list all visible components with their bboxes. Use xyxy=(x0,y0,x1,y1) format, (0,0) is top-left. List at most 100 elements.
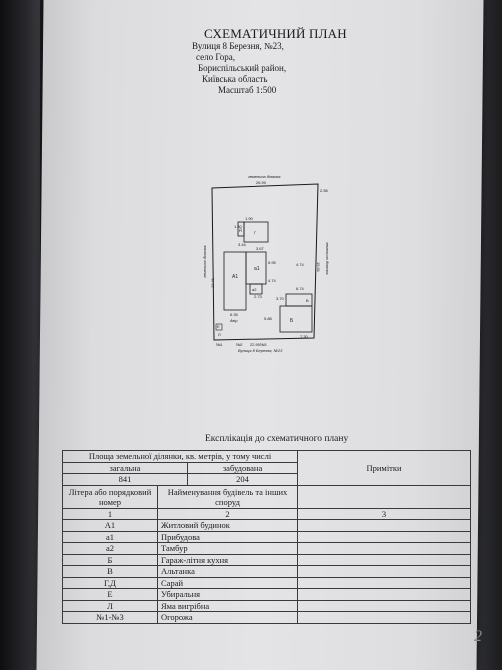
label-n1: №1 xyxy=(216,342,223,347)
page-number: 2 xyxy=(474,628,482,645)
row-name: Тамбур xyxy=(156,542,299,555)
total-value: 841 xyxy=(62,473,188,486)
col-number-3: 3 xyxy=(297,507,472,520)
label-n2: №2 xyxy=(236,342,243,347)
toilet-e xyxy=(215,323,223,331)
label-d: Д xyxy=(239,227,242,232)
row-code: Л xyxy=(62,599,158,612)
plan-dim-shed-b: 1.90 xyxy=(245,216,254,221)
row-name: Убиральня xyxy=(156,588,299,601)
row-code: Е xyxy=(62,588,158,601)
row-note xyxy=(297,530,472,543)
row-note xyxy=(297,565,472,578)
plan-dim-b: 5.88 xyxy=(264,316,273,321)
row-name: Прибудова xyxy=(156,530,299,543)
plan-dim-shed-a: 1.80 xyxy=(234,224,243,229)
plan-dim-garage-side: 3.70 xyxy=(276,296,285,301)
address-street: Вулиця 8 Березня, №23, xyxy=(192,41,284,51)
row-name: Гараж-літня кухня xyxy=(156,553,299,566)
label-yard: двір xyxy=(230,318,238,323)
shed-g xyxy=(243,221,269,243)
label-g: Г xyxy=(254,230,257,235)
col-number-1: 1 xyxy=(62,507,158,520)
plan-right-neighbor: земельна ділянка xyxy=(325,241,330,275)
litera-header: Літера або порядковий номер xyxy=(62,484,158,509)
notes-header: Примітки xyxy=(297,450,472,486)
row-code: А1 xyxy=(62,519,158,532)
address-district: Бориспільський район, xyxy=(198,63,287,73)
label-a1-big: А1 xyxy=(232,274,238,280)
garage-b xyxy=(279,305,313,333)
built-value: 204 xyxy=(186,473,299,486)
plan-dim-corner-right: 2.56 xyxy=(320,188,329,193)
plan-dim-right: 15.61 xyxy=(316,262,321,273)
plan-dim-tambur1: 4.74 xyxy=(268,278,277,283)
row-note xyxy=(297,519,472,532)
plan-dim-house-top: 3.44 xyxy=(238,242,247,247)
row-note xyxy=(297,588,472,601)
row-name: Житловий будинок xyxy=(156,519,299,532)
scale-label: Масштаб 1:500 xyxy=(218,85,277,95)
plan-dim-top: 26.90 xyxy=(256,180,267,185)
col-number-2: 2 xyxy=(156,507,299,520)
address-region: Київська область xyxy=(202,74,268,84)
area-header: Площа земельної ділянки, кв. метрів, у т… xyxy=(61,450,299,463)
name-header: Найменування будівель та інших споруд xyxy=(156,484,299,509)
notes-empty xyxy=(297,484,472,509)
row-note xyxy=(297,553,472,566)
row-code: №1-№3 xyxy=(62,611,158,624)
plot-boundary xyxy=(211,183,319,341)
plan-dim-garage-bottom: 7.30 xyxy=(300,334,309,339)
explication-table: Площа земельної ділянки, кв. метрів, у т… xyxy=(61,450,472,624)
row-name: Яма вигрібна xyxy=(156,599,299,612)
label-e: Е xyxy=(217,324,220,329)
plan-dim-left: 12.41 xyxy=(210,277,215,288)
row-code: а2 xyxy=(62,542,158,555)
row-code: а1 xyxy=(62,530,158,543)
site-plan-drawing: земельна ділянка 26.90 2.56 Вулиця 8 Бер… xyxy=(202,174,330,353)
row-name: Сарай xyxy=(156,576,299,589)
row-code: Г,Д xyxy=(62,576,158,589)
row-code: Б xyxy=(62,553,158,566)
house-a1 xyxy=(223,251,247,311)
document-title: СХЕМАТИЧНИЙ ПЛАН xyxy=(204,26,347,41)
address-village: село Гора, xyxy=(196,52,235,62)
explication-title: Експлікація до схематичного плану xyxy=(205,434,349,444)
label-a1-small: а1 xyxy=(254,266,260,272)
row-note xyxy=(297,542,472,555)
row-note xyxy=(297,599,472,612)
plan-dim-bottom: 22.90 xyxy=(250,342,261,347)
label-b: Б xyxy=(290,318,294,324)
label-n3: №3 xyxy=(260,342,267,347)
tambur-a2 xyxy=(249,283,263,295)
plan-dim-side1: 5.95 xyxy=(268,260,277,265)
label-a2: а2 xyxy=(252,287,257,292)
total-label: загальна xyxy=(62,461,188,474)
row-note xyxy=(297,576,472,589)
row-code: В xyxy=(62,565,158,578)
plan-dim-garage-top: 6.74 xyxy=(296,286,305,291)
plan-left-neighbor: земельна ділянка xyxy=(202,245,207,279)
row-name: Огорожа xyxy=(156,611,299,624)
plan-dim-side2: 4.74 xyxy=(296,262,305,267)
plan-dim-house-bottom: 6.35 xyxy=(230,312,239,317)
plan-top-neighbor: земельна ділянка xyxy=(247,174,281,179)
plan-bottom-street: Вулиця 8 Березня, №23 xyxy=(238,348,283,353)
label-l: Л xyxy=(218,332,221,337)
label-v: В xyxy=(306,298,309,303)
row-note xyxy=(297,611,472,624)
plan-dim-house-w: 3.67 xyxy=(256,246,265,251)
background-left xyxy=(0,0,40,670)
plan-dim-tambur2: 2.73 xyxy=(254,294,263,299)
built-label: забудована xyxy=(186,461,299,474)
row-name: Альтанка xyxy=(156,565,299,578)
